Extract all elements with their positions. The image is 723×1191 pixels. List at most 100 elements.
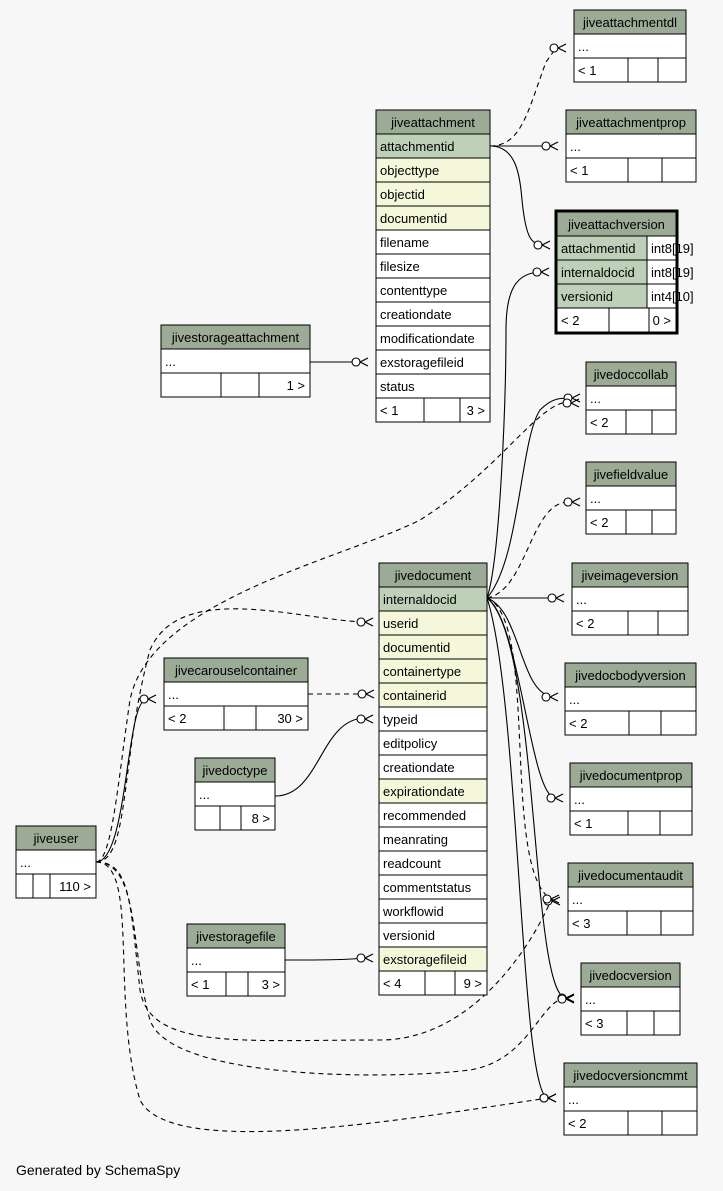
parent-count: < 2	[569, 716, 587, 731]
table-name: jivedocversion	[588, 968, 671, 983]
column-name: contenttype	[380, 283, 447, 298]
column-name: objectid	[380, 187, 425, 202]
relationship-marker	[356, 617, 374, 627]
table-footer	[571, 610, 689, 636]
column-name: ...	[568, 1092, 579, 1107]
relationship-line	[95, 861, 567, 1076]
column-name: ...	[20, 855, 31, 870]
table-name: jivestoragefile	[195, 929, 276, 944]
child-count: 110 >	[59, 879, 91, 894]
table-footer	[580, 1010, 681, 1036]
table-jiveimageversion[interactable]: jiveimageversion...< 2	[571, 562, 689, 636]
relationship-marker	[533, 240, 551, 250]
relationship-marker	[546, 793, 564, 803]
table-jiveattachmentprop[interactable]: jiveattachmentprop...< 1	[565, 109, 697, 183]
table-jivedoccollab[interactable]: jivedoccollab...< 2	[585, 361, 677, 435]
column-name: recommended	[383, 808, 466, 823]
table-footer	[186, 971, 286, 997]
table-name: jivecarouselcontainer	[174, 663, 298, 678]
table-jiveattachmentdl[interactable]: jiveattachmentdl...< 1	[573, 9, 687, 83]
column-name: typeid	[383, 712, 418, 727]
table-jiveattachversion[interactable]: jiveattachversionint8[19]attachmentidint…	[554, 209, 694, 335]
table-jiveattachment[interactable]: jiveattachmentattachmentidobjecttypeobje…	[375, 109, 491, 423]
focus-table-outline	[554, 209, 679, 335]
table-jivedocbodyversion[interactable]: jivedocbodyversion...< 2	[564, 662, 697, 736]
column-name: filesize	[380, 259, 420, 274]
column-cell	[160, 348, 311, 374]
column-name: workflowid	[382, 904, 444, 919]
table-jivedoctype[interactable]: jivedoctype...8 >	[194, 757, 276, 831]
column-cell	[378, 658, 488, 684]
relationship-line	[284, 957, 365, 961]
column-name: creationdate	[380, 307, 452, 322]
table-name: jivedocumentaudit	[577, 868, 683, 883]
table-footer	[573, 57, 687, 83]
column-name: ...	[191, 953, 202, 968]
column-name: ...	[574, 792, 585, 807]
column-name: ...	[168, 687, 179, 702]
column-cell	[556, 235, 648, 261]
relationship-marker	[351, 357, 369, 367]
table-footer	[163, 705, 309, 731]
relationship-marker	[539, 1093, 557, 1103]
table-jivedocumentaudit[interactable]: jivedocumentaudit...< 3	[567, 862, 694, 936]
parent-count: < 2	[168, 711, 186, 726]
relationship-line	[95, 861, 553, 1042]
table-footer	[194, 805, 276, 831]
child-count: 9 >	[464, 976, 482, 991]
relationship-line	[486, 597, 549, 1099]
column-name: versionid	[561, 289, 613, 304]
relationship-line	[489, 145, 543, 245]
parent-count: < 4	[383, 976, 401, 991]
parent-count: < 1	[380, 403, 398, 418]
table-header	[585, 361, 677, 387]
table-jiveuser[interactable]: jiveuser...110 >	[15, 825, 97, 899]
column-cell	[378, 874, 488, 900]
table-name: jivedocversioncmmt	[572, 1068, 688, 1083]
column-cell	[573, 33, 687, 59]
relationship-line	[95, 699, 147, 863]
column-datatype: int4[10]	[651, 289, 694, 304]
relationship-marker	[356, 714, 374, 724]
relationship-line	[95, 401, 571, 863]
relationship-line	[486, 501, 571, 599]
table-footer	[15, 873, 97, 899]
table-jivedocument[interactable]: jivedocumentinternaldociduseriddocumenti…	[378, 562, 488, 996]
relationship-marker	[549, 43, 567, 53]
column-name: internaldocid	[383, 592, 457, 607]
table-header	[375, 109, 491, 135]
relationship-marker	[532, 267, 550, 277]
column-name: creationdate	[383, 760, 455, 775]
table-footer	[160, 372, 311, 398]
column-name: ...	[570, 139, 581, 154]
table-jivestorageattachment[interactable]: jivestorageattachment...1 >	[160, 324, 311, 398]
table-jivefieldvalue[interactable]: jivefieldvalue...< 2	[585, 461, 677, 535]
table-name: jivedoccollab	[593, 367, 668, 382]
column-cell	[378, 586, 488, 612]
child-count: 3 >	[467, 403, 485, 418]
column-cell	[375, 277, 491, 303]
table-jivedocversioncmmt[interactable]: jivedocversioncmmt...< 2	[563, 1062, 698, 1136]
column-cell	[571, 586, 689, 612]
table-jivedocversion[interactable]: jivedocversion...< 3	[580, 962, 681, 1036]
table-header	[563, 1062, 698, 1088]
column-name: ...	[569, 692, 580, 707]
column-name: objecttype	[380, 163, 439, 178]
relationship-line	[486, 597, 567, 999]
relationship-marker	[139, 694, 157, 704]
column-datatype: int8[19]	[651, 265, 694, 280]
column-cell	[585, 485, 677, 511]
parent-count: < 2	[576, 616, 594, 631]
relationship-line	[486, 271, 543, 599]
table-jivedocumentprop[interactable]: jivedocumentprop...< 1	[569, 762, 693, 836]
table-header	[585, 461, 677, 487]
relationship-marker	[356, 953, 374, 963]
relationship-line	[95, 861, 549, 1133]
parent-count: < 2	[590, 515, 608, 530]
relationship-marker	[541, 141, 559, 151]
table-footer	[585, 509, 677, 535]
column-name: exstoragefileid	[383, 952, 467, 967]
table-footer	[565, 157, 697, 183]
